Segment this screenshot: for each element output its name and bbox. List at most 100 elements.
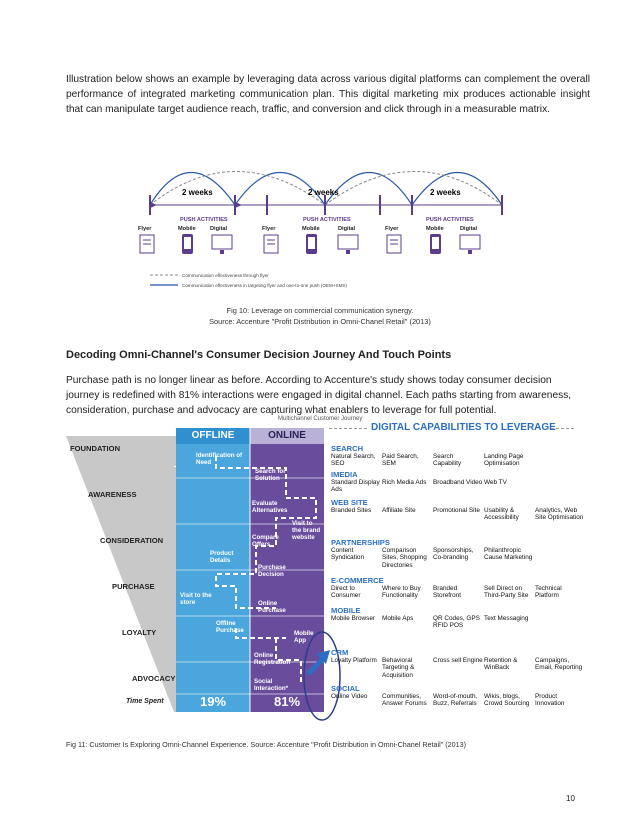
capability-item: Paid Search, SEM [382, 453, 419, 468]
stage-foundation: FOUNDATION [70, 444, 121, 453]
flow-compare: Compare Offers [252, 534, 279, 548]
capability-item: Promotional Site [433, 507, 480, 514]
stage-awareness: AWARENESS [88, 490, 137, 499]
capability-category: SOCIAL [331, 684, 360, 693]
legend-flyer: Communication effectiveness through flye… [182, 273, 269, 278]
timeline-ticks [149, 195, 503, 215]
capability-item: Usability & Accessibility [484, 507, 519, 522]
page-number: 10 [566, 794, 575, 803]
capability-item: Rich Media Ads [382, 479, 427, 486]
digital-icon [337, 234, 359, 254]
channel-mobile-3: Mobile [426, 226, 444, 232]
capability-item: Branded Storefront [433, 585, 462, 600]
flow-identification: Identification of Need [196, 452, 243, 466]
figure-10-diagram: 2 weeks 2 weeks 2 weeks PUSH ACTIVITIES … [138, 171, 503, 288]
capability-category: E-COMMERCE [331, 576, 384, 585]
figure-10: 2 weeks 2 weeks 2 weeks PUSH ACTIVITIES … [130, 140, 530, 300]
capability-item: Content Syndication [331, 547, 365, 562]
capability-item: Philanthropic Cause Marketing [484, 547, 533, 562]
flow-product: Product Details [210, 550, 234, 564]
capability-category: WEB SITE [331, 498, 368, 507]
capability-item: Product Innovation [535, 693, 565, 708]
flyer-icon [263, 234, 279, 254]
capability-item: Wikis, blogs, Crowd Sourcing [484, 693, 530, 708]
period-label-3: 2 weeks [430, 188, 461, 197]
capability-item: Communities, Answer Forums [382, 693, 427, 708]
flow-online-registration: Online Registration [254, 652, 291, 666]
flow-evaluate: Evaluate Alternatives [252, 500, 288, 514]
capability-category: IMEDIA [331, 470, 358, 479]
capability-item: Sponsorships, Co-branding [433, 547, 474, 562]
flow-social: Social Interaction* [254, 678, 289, 692]
capability-item: Retention & WinBack [484, 657, 518, 672]
online-percentage: 81% [273, 694, 301, 709]
flow-search: Search for Solution [255, 468, 286, 482]
capability-item: Technical Platform [535, 585, 562, 600]
flow-visit-brand: Visit to the brand website [292, 520, 321, 541]
offline-percentage: 19% [199, 694, 227, 709]
figure-11-caption: Fig 11: Customer Is Exploring Omni-Chann… [66, 740, 467, 749]
period-label-1: 2 weeks [182, 188, 213, 197]
push-label-1: PUSH ACTIVITIES [180, 217, 228, 223]
capability-item: Comparison Sites, Shopping Directories [382, 547, 427, 569]
channel-flyer-1: Flyer [138, 226, 152, 232]
flow-online-purchase: Online Purchase [258, 600, 286, 614]
capability-item: Branded Sites [331, 507, 372, 514]
capability-item: Analytics, Web Site Optimisation [535, 507, 584, 522]
channel-digital-3: Digital [460, 226, 478, 232]
capability-item: Loyalty Platform [331, 657, 377, 664]
channel-mobile-2: Mobile [302, 226, 320, 232]
figure-10-caption: Fig 10: Leverage on commercial communica… [120, 305, 520, 327]
figure-11: Multichannel Customer Journey FOUNDATION… [66, 416, 586, 721]
flow-visit-store: Visit to the store [180, 592, 212, 606]
capability-category: MOBILE [331, 606, 361, 615]
grid-lines [176, 428, 324, 712]
capability-item: Behavioral Targeting & Acquisition [382, 657, 415, 679]
section-heading: Decoding Omni-Channel's Consumer Decisio… [66, 349, 452, 361]
capability-item: Text Messaging [484, 615, 529, 622]
capability-item: Landing Page Optimisation [484, 453, 524, 468]
channel-icons [139, 234, 481, 254]
capability-item: Word-of-mouth, Buzz, Referrals [433, 693, 478, 708]
flyer-icon [139, 234, 155, 254]
capability-item: Natural Search, SEO [331, 453, 376, 468]
capability-category: CRM [331, 648, 349, 657]
time-spent-label: Time Spent [126, 698, 164, 705]
stage-purchase: PURCHASE [112, 582, 155, 591]
digital-icon [211, 234, 233, 254]
legend-combined: Communication effectiveness in targeting… [182, 283, 347, 288]
caption-line-2: Source: Accenture "Profit Distribution i… [209, 317, 431, 326]
flow-offline-purchase: Offline Purchase [216, 620, 244, 634]
push-label-2: PUSH ACTIVITIES [303, 217, 351, 223]
capability-item: Sell Direct on Third-Party Site [484, 585, 529, 600]
flow-mobile-app: Mobile App [294, 630, 314, 644]
highlight-arrow [303, 631, 341, 721]
capability-item: Cross sell Engine [433, 657, 483, 664]
flow-purchase-decision: Purchase Decision [258, 564, 286, 578]
stage-loyalty: LOYALTY [122, 628, 157, 637]
capability-item: Where to Buy Functionality [382, 585, 421, 600]
mobile-icon [430, 234, 441, 254]
channel-flyer-3: Flyer [385, 226, 399, 232]
digital-icon [459, 234, 481, 254]
capability-item: Web TV [484, 479, 507, 486]
mobile-icon [306, 234, 317, 254]
period-label-2: 2 weeks [308, 188, 339, 197]
funnel-shape [66, 436, 181, 712]
journey-subtitle: Multichannel Customer Journey [278, 416, 363, 422]
flyer-icon [386, 234, 402, 254]
capability-item: Search Capability [433, 453, 462, 468]
channel-digital-2: Digital [338, 226, 356, 232]
caption-line-1: Fig 10: Leverage on commercial communica… [226, 306, 414, 315]
capability-item: Direct to Consumer [331, 585, 361, 600]
capability-item: Mobile Aps [382, 615, 414, 622]
capability-category: SEARCH [331, 444, 364, 453]
effectiveness-arcs [149, 171, 503, 206]
